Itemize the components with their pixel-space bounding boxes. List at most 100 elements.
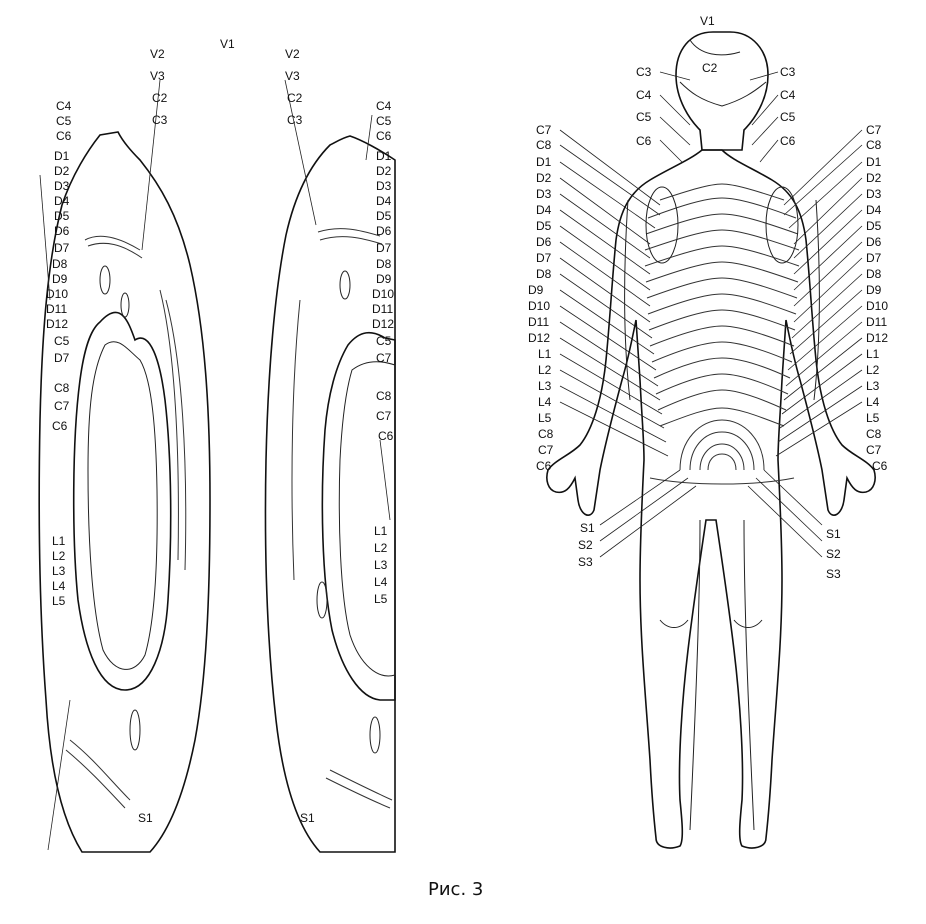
body-left-label: C6	[536, 459, 552, 473]
embryo-left-label: D12	[46, 317, 68, 331]
embryo-left-label: D8	[52, 257, 68, 271]
body-label-right-sacral: S1	[826, 527, 841, 541]
embryo-right-label-v3: V3	[285, 69, 300, 83]
body-label-c2-head: C2	[702, 61, 718, 75]
embryo-left-label-c2: C2	[152, 91, 168, 105]
body-right-label: C8	[866, 427, 882, 441]
embryo-left: V2 V3 C2 C3 V1 C4 C5 C6 D1 D2 D3 D4 D5 D…	[39, 37, 235, 852]
body-left-label: D12	[528, 331, 550, 345]
body-left-label: D9	[528, 283, 544, 297]
embryo-left-label: L4	[52, 579, 66, 593]
body-right-label: C7	[866, 443, 882, 457]
back-bands	[645, 184, 799, 426]
embryo-left-label: C5	[56, 114, 72, 128]
embryo-left-labels: C4 C5 C6 D1 D2 D3 D4 D5 D6 D7 D8 D9 D10 …	[46, 99, 72, 608]
body-right-label: D2	[866, 171, 882, 185]
embryo-right-label: C7	[376, 351, 392, 365]
embryo-left-label: D11	[46, 302, 67, 316]
body-right-label: C6	[872, 459, 888, 473]
body-right-label: L1	[866, 347, 880, 361]
embryo-right-labels: C4 C5 C6 D1 D2 D3 D4 D5 D6 D7 D8 D9 D10 …	[372, 99, 394, 606]
body-right-label: D12	[866, 331, 888, 345]
body-left-label: D6	[536, 235, 552, 249]
body-left-labels: C7 C8 D1 D2 D3 D4 D5 D6 D7 D8 D9 D10 D11…	[528, 123, 554, 473]
body-left-label: D5	[536, 219, 552, 233]
embryo-left-label: D2	[54, 164, 70, 178]
body-right-label: D6	[866, 235, 882, 249]
body-label-right-upper: C6	[780, 134, 796, 148]
body-right-label: L3	[866, 379, 880, 393]
body-right-label: L4	[866, 395, 880, 409]
body-label-left-sacral: S1	[580, 521, 595, 535]
body-label-left-upper: C3	[636, 65, 652, 79]
embryo-right-label: C6	[378, 429, 394, 443]
body-left-label: C7	[538, 443, 554, 457]
body-label-right-upper: C5	[780, 110, 796, 124]
embryo-right-label: C5	[376, 334, 392, 348]
embryo-left-label: L1	[52, 534, 66, 548]
embryo-left-cavity-inner	[88, 342, 157, 670]
embryo-left-label: C8	[54, 381, 70, 395]
embryo-right-label-s1: S1	[300, 811, 315, 825]
body-left-label: D8	[536, 267, 552, 281]
embryo-left-label: D4	[54, 194, 70, 208]
body-right-label: C8	[866, 138, 882, 152]
embryo-left-label: C6	[56, 129, 72, 143]
body-label-right-sacral: S2	[826, 547, 841, 561]
body-left-label: L4	[538, 395, 552, 409]
embryo-left-label: D6	[54, 224, 70, 238]
body-label-left-sacral: S3	[578, 555, 593, 569]
embryo-left-outline	[39, 132, 210, 852]
body-left-label: C8	[538, 427, 554, 441]
body-right-label: D8	[866, 267, 882, 281]
figure-caption: Рис. 3	[428, 879, 483, 900]
body-left-label: D11	[528, 315, 549, 329]
body-left-label: L2	[538, 363, 552, 377]
body-label-right-sacral: S3	[826, 567, 841, 581]
body-right-label: D9	[866, 283, 882, 297]
embryo-right-label: D11	[372, 302, 393, 316]
body-right-label: D10	[866, 299, 888, 313]
embryo-right-label: D2	[376, 164, 392, 178]
body-label-left-upper: C5	[636, 110, 652, 124]
body-left-label: D1	[536, 155, 552, 169]
embryo-right-label: D7	[376, 241, 392, 255]
embryo-left-label-v2: V2	[150, 47, 165, 61]
embryo-left-label: D9	[52, 272, 68, 286]
embryo-left-label: D1	[54, 149, 70, 163]
body-left-label: D2	[536, 171, 552, 185]
body-left-label: C8	[536, 138, 552, 152]
body-right-label: L5	[866, 411, 880, 425]
body-label-left-upper: C4	[636, 88, 652, 102]
body-right-label: D4	[866, 203, 882, 217]
embryo-right: V2 V3 C2 C3 C4 C5 C6 D1 D2 D3 D4 D5 D6 D…	[265, 47, 395, 852]
embryo-right-label: D1	[376, 149, 392, 163]
body-right-label: D11	[866, 315, 887, 329]
embryo-right-label: L2	[374, 541, 388, 555]
embryo-left-label: C7	[54, 399, 70, 413]
body-left-label: L1	[538, 347, 552, 361]
embryo-left-label: D3	[54, 179, 70, 193]
embryo-right-label: L5	[374, 592, 388, 606]
embryo-left-label: D7	[54, 241, 70, 255]
body-figure: V1 C2 C3 C4 C5 C6 C3 C4 C5 C6 C7 C8 D1 D…	[528, 14, 888, 848]
embryo-right-label: D5	[376, 209, 392, 223]
embryo-left-label: L5	[52, 594, 66, 608]
body-right-label: L2	[866, 363, 880, 377]
body-right-label: D1	[866, 155, 882, 169]
body-right-leaders	[748, 72, 862, 557]
body-label-left-sacral: S2	[578, 538, 593, 552]
body-right-label: D3	[866, 187, 882, 201]
body-left-label: L3	[538, 379, 552, 393]
body-right-label: C7	[866, 123, 882, 137]
embryo-right-label: L4	[374, 575, 388, 589]
body-left-label: L5	[538, 411, 552, 425]
embryo-left-label: C5	[54, 334, 70, 348]
embryo-right-label: D6	[376, 224, 392, 238]
body-label-right-upper: C3	[780, 65, 796, 79]
embryo-right-label: C8	[376, 389, 392, 403]
embryo-right-cavity	[322, 333, 395, 700]
body-label-right-upper: C4	[780, 88, 796, 102]
body-left-label: D7	[536, 251, 552, 265]
